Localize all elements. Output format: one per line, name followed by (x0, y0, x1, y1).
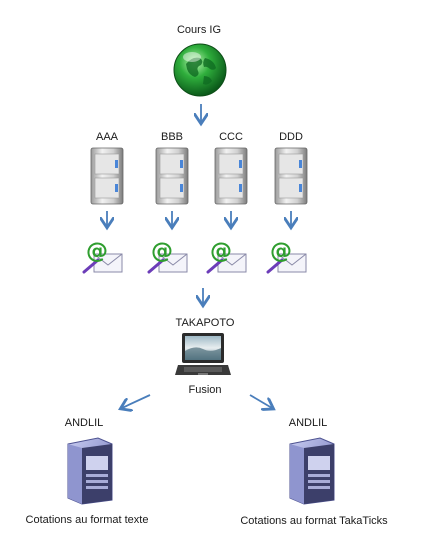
output-caption-left: Cotations au format texte (25, 514, 149, 526)
server-icon (282, 434, 338, 506)
hub-label: TAKAPOTO (175, 317, 235, 329)
laptop-icon (174, 331, 232, 379)
email-at-icon: @ (147, 236, 191, 276)
svg-text:@: @ (210, 239, 232, 264)
output-caption-right: Cotations au format TakaTicks (240, 515, 388, 527)
arrow-hub-to-output-left (122, 394, 151, 408)
globe-icon (172, 42, 228, 98)
arrow-hub-to-output-right (249, 394, 272, 408)
server-label-bbb: BBB (160, 131, 184, 143)
svg-text:@: @ (86, 239, 108, 264)
source-label: Cours IG (176, 24, 222, 36)
server-label-ccc: CCC (219, 131, 243, 143)
server-icon (60, 434, 116, 506)
output-label-right: ANDLIL (288, 417, 328, 429)
server-tower-icon (271, 146, 311, 206)
output-label-left: ANDLIL (64, 417, 104, 429)
svg-text:@: @ (151, 239, 173, 264)
email-at-icon: @ (82, 236, 126, 276)
email-at-icon: @ (266, 236, 310, 276)
server-label-aaa: AAA (95, 131, 119, 143)
server-tower-icon (152, 146, 192, 206)
svg-text:@: @ (270, 239, 292, 264)
email-at-icon: @ (206, 236, 250, 276)
server-label-ddd: DDD (279, 131, 303, 143)
server-tower-icon (87, 146, 127, 206)
hub-caption: Fusion (188, 384, 222, 396)
server-tower-icon (211, 146, 251, 206)
